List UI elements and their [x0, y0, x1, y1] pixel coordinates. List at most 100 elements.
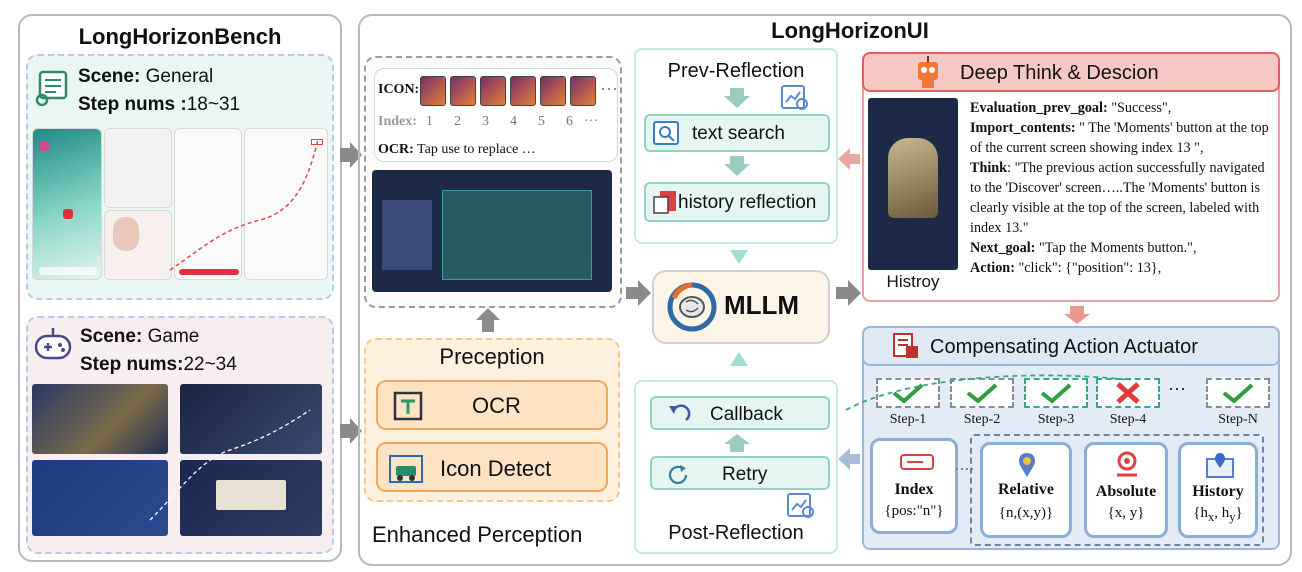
steps-value: 18~31 [186, 94, 241, 115]
index-more: ··· [584, 114, 598, 129]
check-icon [1040, 383, 1072, 404]
history-card-value: {hx, hy} [1193, 505, 1243, 524]
callback-button[interactable]: Callback [650, 396, 830, 430]
think-field: Think: "The previous action successfully… [970, 160, 1265, 236]
gamepad-icon [34, 328, 72, 360]
post-analysis-icon [787, 493, 814, 518]
arrow-mllm-to-think [836, 280, 861, 306]
relative-card-value: {n,(x,y)} [998, 505, 1054, 521]
arrow-to-mllm [626, 280, 651, 306]
actuator-title: Compensating Action Actuator [930, 336, 1198, 358]
arrow-up-callback [724, 434, 750, 452]
refresh-icon [668, 465, 688, 484]
arrow-actuator-to-post [838, 448, 860, 470]
step-1-box [876, 378, 940, 408]
index-number: 4 [510, 114, 517, 129]
retry-loop-path [845, 374, 1131, 411]
profile-settings-screenshot [174, 128, 242, 280]
history-doc-icon [653, 191, 676, 214]
game-trajectory-path [149, 409, 311, 521]
absolute-card-title: Absolute [1095, 483, 1157, 500]
scene-game-line: Scene: Game [80, 326, 199, 348]
index-number: 1 [426, 114, 433, 129]
ocr-label: OCR: [378, 142, 414, 157]
post-reflection-title: Post-Reflection [668, 522, 804, 544]
arrow-think-to-actuator [1064, 306, 1090, 324]
retry-label: Retry [722, 464, 768, 485]
longhorizonui-panel [358, 14, 1292, 566]
index-card-value: {pos:"n"} [884, 503, 944, 519]
mllm-label: MLLM [724, 290, 800, 320]
arrow-think-to-prev [838, 148, 860, 170]
index-card-title: Index [894, 481, 934, 498]
game-list-screenshot [32, 460, 168, 536]
actuator-header [862, 326, 1280, 366]
step-4-label: Step-4 [1109, 412, 1147, 427]
car-detect-icon [389, 455, 423, 483]
undo-icon [669, 404, 691, 421]
next-goal-field: Next_goal: "Tap the Moments button.", [970, 240, 1197, 256]
deep-think-output: Evaluation_prev_goal: "Success", Import_… [970, 98, 1274, 278]
retry-button[interactable]: Retry [650, 456, 830, 490]
arrow-post-to-mllm [730, 352, 748, 366]
history-card-title: History [1192, 483, 1244, 500]
more-icon: ··· [600, 78, 618, 98]
prev-reflection-title: Prev-Reflection [667, 60, 805, 82]
absolute-action-card: Absolute {x, y} [1084, 442, 1168, 538]
bench-title: LongHorizonBench [78, 24, 282, 49]
import-field: Import_contents: " The 'Moments' button … [970, 120, 1269, 156]
text-search-button[interactable]: text search [644, 114, 830, 152]
scene-general-line: Scene: General [78, 66, 213, 88]
game-icon-4 [510, 76, 536, 106]
arrow-bench-to-ui-top [340, 142, 362, 168]
perception-title: Preception [439, 344, 545, 369]
cross-icon [1116, 382, 1140, 404]
game-icon-5 [540, 76, 566, 106]
enhanced-perception-caption: Enhanced Perception [372, 522, 583, 547]
index-action-card: Index {pos:"n"} [870, 438, 958, 534]
brain-icon [667, 282, 717, 332]
scene-value: General [145, 66, 214, 87]
arrow-perception-up [476, 308, 500, 332]
arrow-down-2 [724, 156, 750, 176]
ui-title: LongHorizonUI [771, 18, 929, 43]
icon-detect-button[interactable]: Icon Detect [376, 442, 608, 492]
history-action-card: History {hx, hy} [1178, 442, 1258, 538]
steps-label: Step nums: [80, 354, 184, 375]
arrow-bench-to-ui-bottom [340, 418, 362, 444]
map-pin-icon [1206, 453, 1234, 478]
steps-game-line: Step nums:22~34 [80, 354, 237, 376]
text-recognition-icon [393, 391, 423, 421]
location-pin-icon [1019, 453, 1035, 477]
step-3-label: Step-3 [1037, 412, 1075, 427]
chat-list-screenshot [104, 128, 172, 208]
step-3-box [1024, 378, 1088, 408]
scene-value: Game [147, 326, 200, 347]
game-dialog-screenshot [180, 460, 322, 536]
ocr-sample-line: OCR: Tap use to replace … [378, 142, 536, 158]
index-tag-icon [900, 454, 934, 470]
step-4-box [1096, 378, 1160, 408]
check-icon [892, 383, 924, 404]
game-icon-1 [420, 76, 446, 106]
callback-label: Callback [710, 404, 783, 425]
history-reflection-button[interactable]: history reflection [644, 182, 830, 222]
step-2-label: Step-2 [963, 412, 1001, 427]
edit-screen-screenshot [244, 128, 328, 280]
step-n-box [1206, 378, 1270, 408]
game-hero-screenshot [32, 384, 168, 454]
text-search-label: text search [692, 123, 785, 144]
phone-home-screenshot [32, 128, 102, 280]
index-number: 6 [566, 114, 573, 129]
arrow-prev-to-mllm [730, 250, 748, 264]
robot-icon [918, 56, 938, 88]
index-label: Index: [378, 114, 417, 129]
game-detection-screenshot [372, 170, 612, 292]
steps-value: 22~34 [183, 354, 237, 375]
text-search-icon [653, 121, 679, 145]
icon-strip: ··· [420, 76, 618, 106]
scroll-icon [35, 70, 68, 107]
ocr-module-button[interactable]: OCR [376, 380, 608, 430]
ocr-text: Tap use to replace … [417, 142, 536, 157]
index-numbers: 1 2 3 4 5 6 ··· [426, 114, 606, 130]
